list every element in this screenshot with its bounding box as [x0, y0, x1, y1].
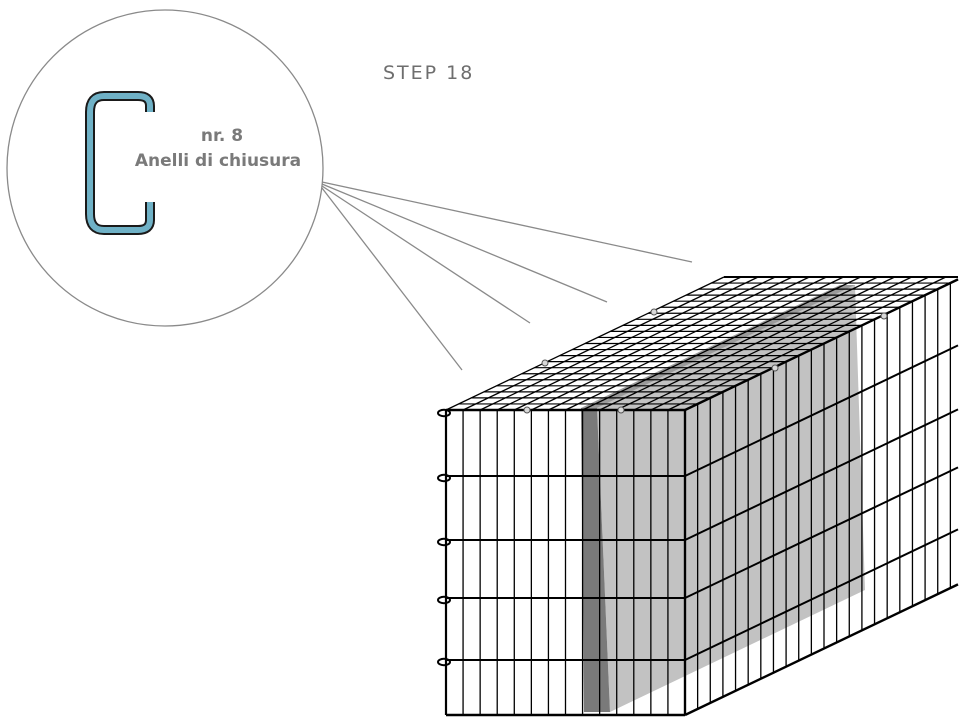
mesh-wire [684, 278, 959, 412]
mesh-wire [684, 344, 959, 477]
mesh-wire [684, 528, 959, 661]
mesh-wire [684, 583, 959, 717]
callout-circle [6, 9, 324, 327]
lacing-hooks [437, 408, 451, 667]
mesh-wire [684, 408, 959, 541]
callout-count: nr. 8 [200, 126, 244, 146]
mesh-wire [684, 466, 959, 599]
gabion-wire-mesh [444, 276, 959, 717]
ring-attachment-points [523, 308, 888, 414]
leader-lines [321, 181, 693, 371]
closing-ring-icon [85, 91, 155, 235]
step-title: STEP 18 [383, 62, 475, 84]
callout-label: Anelli di chiusura [134, 151, 302, 171]
